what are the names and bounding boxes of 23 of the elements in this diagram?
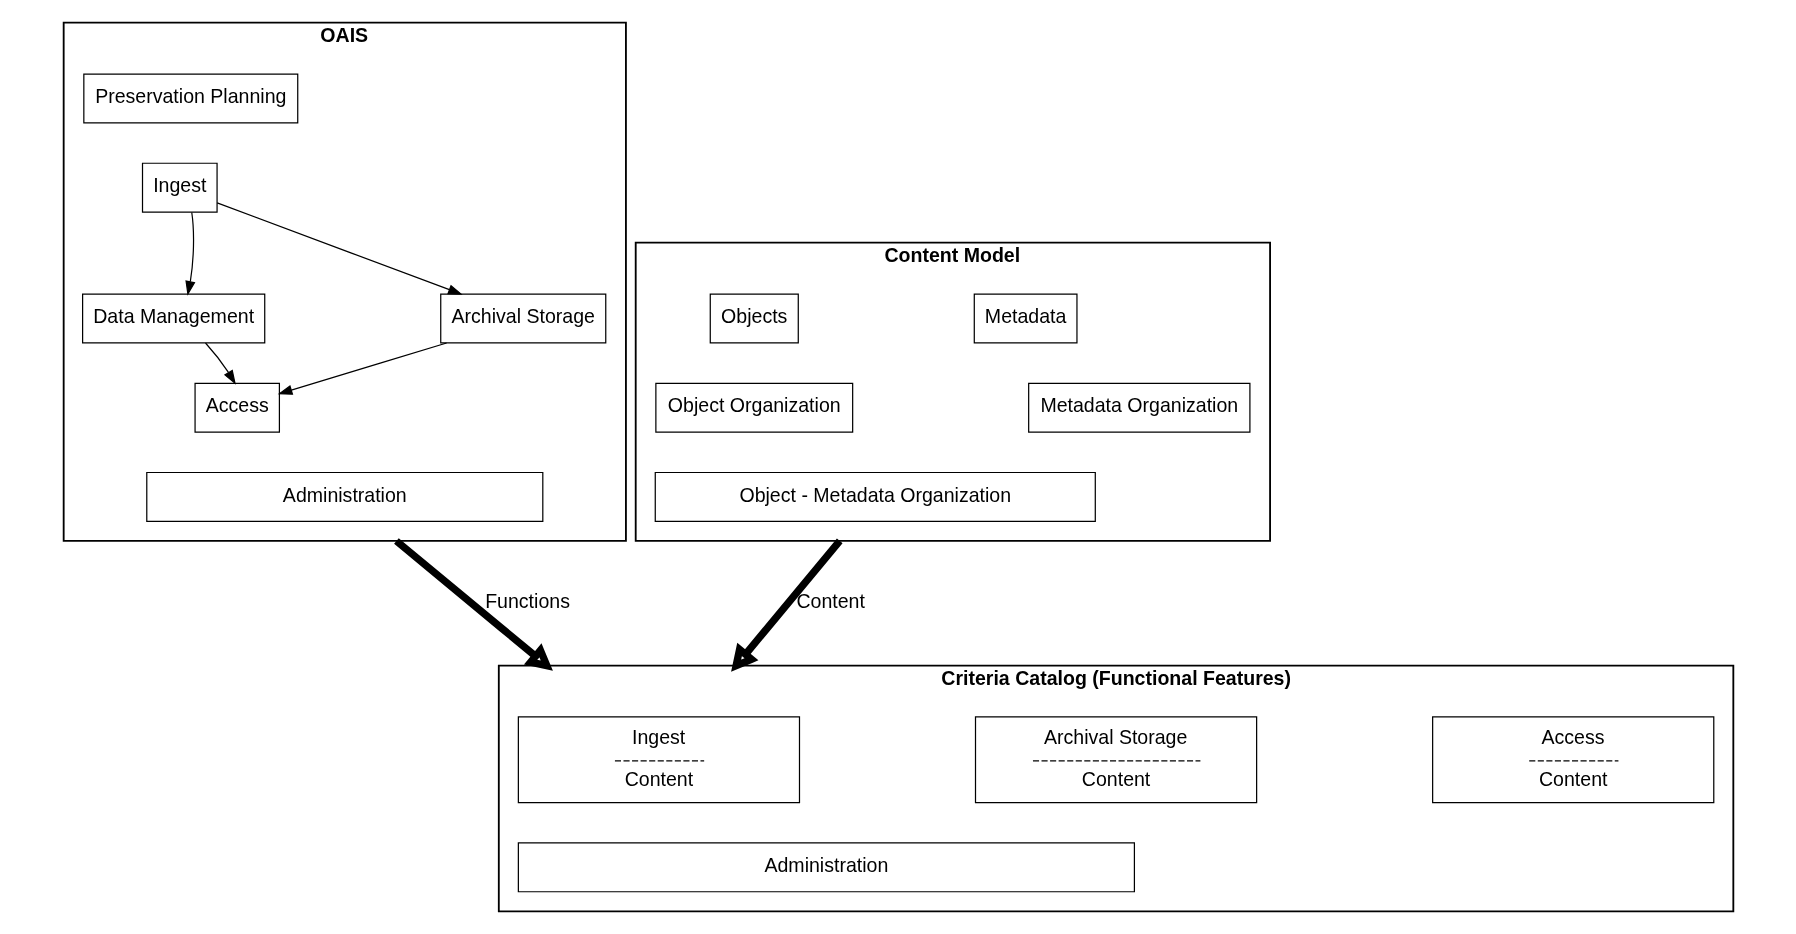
arrow [216, 202, 463, 295]
arrow [730, 538, 843, 672]
node-box: Object Organization [654, 382, 853, 433]
node-box: Access [193, 382, 280, 433]
node-box: Archival Storage [439, 293, 606, 344]
node-box: Archival Storage Content [974, 716, 1257, 804]
node-box: Objects [709, 293, 799, 344]
edge-label: Content [795, 589, 865, 612]
node-box: Ingest [141, 162, 218, 213]
arrow [277, 342, 447, 395]
arrow [204, 342, 236, 385]
arrow [393, 538, 553, 671]
edge-label: Functions [484, 589, 570, 612]
node-box: Ingest Content [517, 716, 800, 804]
node-box: Metadata Organization [1027, 382, 1250, 433]
node-box: Data Management [81, 293, 265, 344]
node-box: Preservation Planning [82, 73, 298, 124]
node-box: Object - Metadata Organization [654, 471, 1096, 522]
arrow [184, 211, 195, 296]
node-box: Administration [145, 471, 543, 522]
node-box: Access Content [1431, 716, 1714, 804]
node-box: Metadata [973, 293, 1078, 344]
node-box: Administration [517, 842, 1135, 893]
